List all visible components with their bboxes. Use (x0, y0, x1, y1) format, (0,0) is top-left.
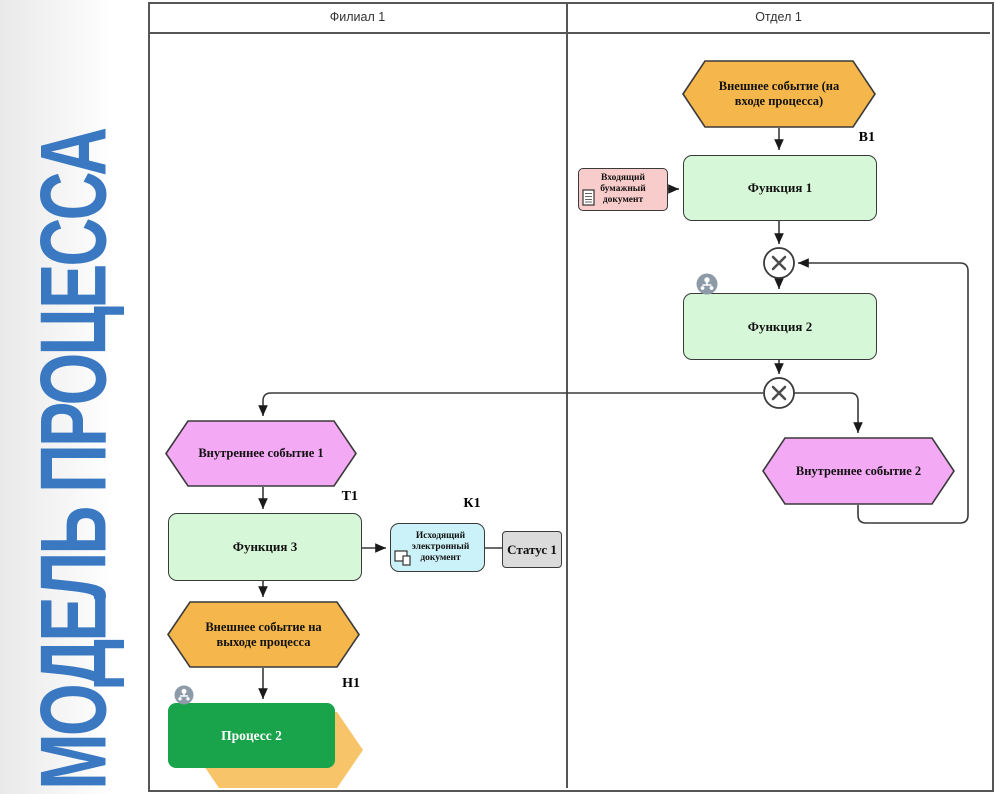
xor-icon (771, 255, 787, 271)
node-label: Входящий бумажный документ (600, 172, 646, 206)
electronic-document-icon (394, 550, 411, 566)
tag-k1: К1 (463, 496, 481, 511)
hexagon-shape (167, 601, 360, 668)
edge-evint2-loop-xor1[interactable] (798, 258, 969, 524)
event-external-output[interactable]: Внешнее событие на выходе процесса (167, 601, 360, 668)
lane-header-label: Филиал 1 (329, 10, 386, 24)
title-strip: МОДЕЛЬ ПРОЦЕССА (0, 0, 148, 794)
tag-b1: B1 (858, 130, 875, 145)
document-electronic-outgoing[interactable]: Исходящий электронный документ (390, 523, 485, 572)
node-label: Исходящий электронный документ (411, 530, 470, 564)
node-label: Функция 1 (747, 180, 813, 196)
function-2[interactable]: Функция 2 (683, 293, 877, 360)
lane-header-filial-1[interactable]: Филиал 1 (148, 2, 567, 32)
lane-header-label: Отдел 1 (755, 10, 802, 24)
tag-t1: T1 (341, 489, 358, 504)
hexagon-shape (165, 420, 357, 487)
node-label: Внешнее событие на выходе процесса (205, 619, 322, 649)
node-label: Статус 1 (507, 541, 557, 557)
event-internal-2[interactable]: Внутреннее событие 2 (762, 437, 955, 505)
node-label: Внутреннее событие 1 (198, 446, 324, 461)
org-unit-icon (174, 685, 194, 705)
event-internal-1[interactable]: Внутреннее событие 1 (165, 420, 357, 487)
paper-document-icon (582, 189, 595, 206)
xor-icon (771, 385, 787, 401)
swimlane-frame (148, 2, 994, 792)
node-label: Внешнее событие (на входе процесса) (718, 79, 840, 108)
node-label: Функция 2 (747, 318, 813, 334)
edge-xor2-evint1[interactable] (258, 392, 763, 416)
event-external-input[interactable]: Внешнее событие (на входе процесса) (682, 60, 876, 128)
xor-gateway-1[interactable] (763, 247, 795, 279)
lane-divider (566, 2, 568, 788)
hexagon-shape (762, 437, 955, 505)
node-label: Процесс 2 (221, 727, 282, 743)
lane-header-row: Филиал 1 Отдел 1 (148, 2, 990, 34)
org-unit-icon (696, 273, 718, 295)
xor-gateway-2[interactable] (763, 377, 795, 409)
function-1[interactable]: Функция 1 (683, 155, 877, 221)
process-2[interactable]: Процесс 2 (168, 703, 335, 768)
edge-xor2-evint2[interactable] (793, 392, 863, 433)
node-label: Функция 3 (232, 539, 298, 555)
node-label: Внутреннее событие 2 (795, 463, 922, 478)
function-3[interactable]: Функция 3 (168, 513, 362, 581)
status-1[interactable]: Статус 1 (502, 531, 562, 568)
tag-h1: Н1 (342, 676, 360, 691)
hexagon-shape (682, 60, 876, 128)
document-paper-incoming[interactable]: Входящий бумажный документ (578, 168, 668, 211)
lane-header-otdel-1[interactable]: Отдел 1 (567, 2, 990, 32)
